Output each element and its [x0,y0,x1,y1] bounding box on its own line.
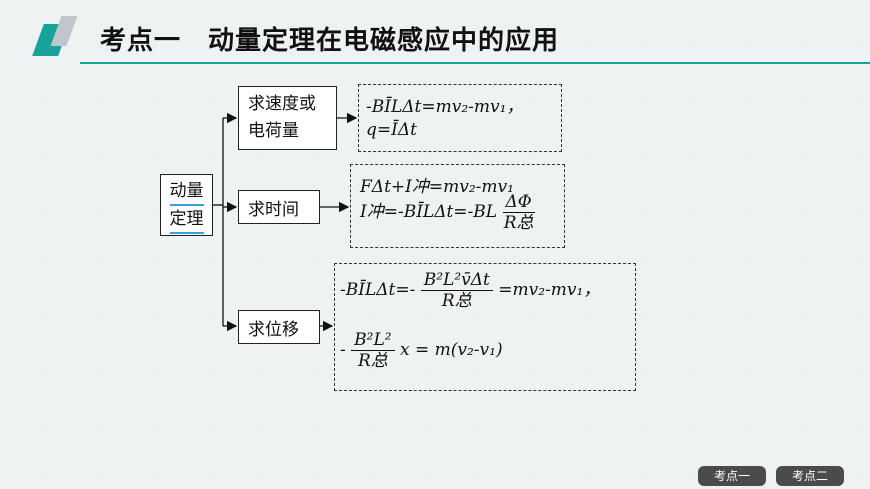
fraction-denominator: R总 [357,351,388,371]
formula-time-line2-left: I冲=-BĪLΔt=-BL [360,202,498,222]
fraction-denominator: R总 [441,291,472,311]
nav-button-topic1[interactable]: 考点一 [698,466,766,486]
formula-displacement-line1-right: =mv₂-mv₁， [498,280,601,300]
formula-displacement-line2: - B²L² R总 x = m(v₂-v₁) [340,330,503,371]
formula-time-line2: I冲=-BĪLΔt=-BL ΔΦ R总 [360,192,535,233]
fraction-flux-over-resistance: ΔΦ R总 [502,192,535,233]
fraction-b2l2v-over-r: B²L²v̄Δt R总 [420,270,493,311]
formula-velocity-line1: -BĪLΔt=mv₂-mv₁， [366,97,524,117]
branch-label: 求位移 [248,320,299,340]
fraction-numerator: B²L²v̄Δt [420,270,493,291]
branch-node-time: 求时间 [238,190,320,224]
formula-velocity-line2: q=ĪΔt [366,120,417,140]
formula-displacement-line1: -BĪLΔt=- B²L²v̄Δt R总 =mv₂-mv₁， [340,270,600,311]
header-divider [80,62,870,64]
formula-box-velocity [358,84,562,152]
fraction-numerator: ΔΦ [502,192,535,213]
formula-time-line1: FΔt+I冲=mv₂-mv₁ [360,177,514,197]
branch-label-line2: 电荷量 [248,121,299,141]
page-title: 考点一 动量定理在电磁感应中的应用 [100,26,560,56]
fraction-denominator: R总 [503,213,534,233]
branch-label-line1: 求速度或 [248,94,316,114]
formula-box-displacement [334,263,636,391]
root-label-line1: 动量 [169,178,204,206]
formula-displacement-line1-left: -BĪLΔt=- [340,280,416,300]
branch-label: 求时间 [248,200,299,220]
formula-displacement-line2-right: x = m(v₂-v₁) [399,340,503,360]
formula-box-time [350,164,565,248]
formula-displacement-line2-sign: - [340,340,346,360]
branch-node-velocity-charge: 求速度或 电荷量 [238,86,337,150]
root-node-momentum-theorem: 动量 定理 [160,174,213,236]
fraction-numerator: B²L² [351,330,395,351]
branch-node-displacement: 求位移 [238,310,320,344]
fraction-b2l2-over-r: B²L² R总 [351,330,395,371]
nav-button-topic2[interactable]: 考点二 [776,466,844,486]
root-label-line2: 定理 [169,206,204,234]
